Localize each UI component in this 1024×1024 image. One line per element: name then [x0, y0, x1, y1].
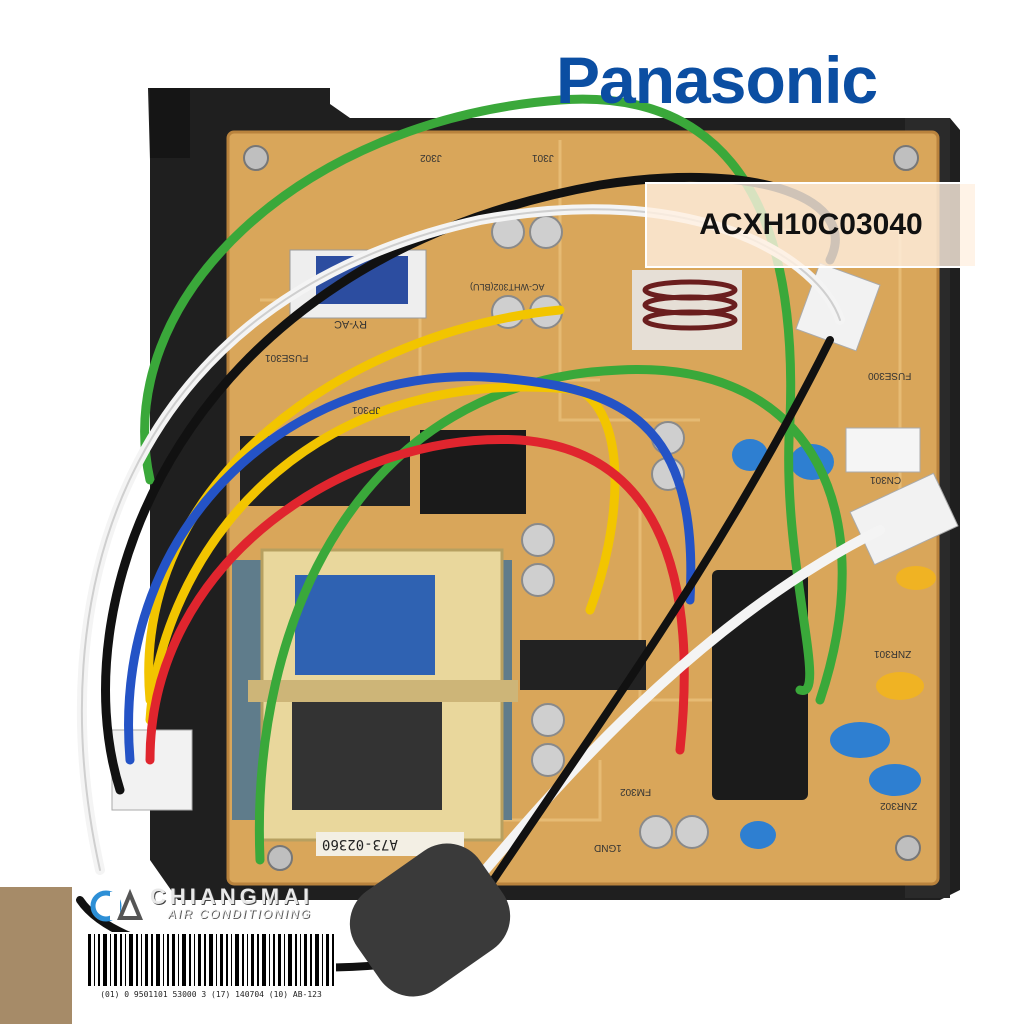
brand-logo: Panasonic: [556, 43, 878, 117]
ferrite-core: [349, 843, 511, 997]
silk-jumper-2: J302: [420, 152, 442, 163]
barcode-digits: (01) 0 9501101 53000 3 (17) 140704 (10) …: [100, 990, 322, 999]
silk-conn-gnd: 1GND: [594, 842, 622, 853]
company-logo-icon: [90, 888, 143, 922]
corner-block: [0, 887, 72, 1024]
silk-conn-white: AC-WHT302(BLU): [470, 282, 545, 292]
part-number-text: ACXH10C03040: [699, 208, 923, 241]
barcode-icon: [86, 932, 336, 988]
transformer: [232, 548, 518, 842]
silk-fuse-2: FUSE300: [868, 370, 912, 381]
pcb-board: [111, 130, 959, 886]
silk-connector: CN301: [870, 474, 902, 485]
silk-znr-1: ZNR301: [874, 648, 912, 659]
silk-transformer-code: A73-02360: [322, 836, 398, 852]
silk-conn-red: FM302: [620, 786, 652, 797]
silk-jumper-3: J301: [532, 152, 554, 163]
silk-fuse-1: FUSE301: [265, 352, 309, 363]
silk-znr-2: ZNR302: [880, 800, 918, 811]
company-tagline: AIR CONDITIONING: [168, 907, 313, 921]
silk-relay: RY-AC: [334, 318, 368, 330]
company-name: CHIANGMAI: [150, 884, 314, 909]
part-number-label: ACXH10C03040: [645, 182, 977, 268]
silk-jumper-1: JP301: [352, 404, 381, 415]
